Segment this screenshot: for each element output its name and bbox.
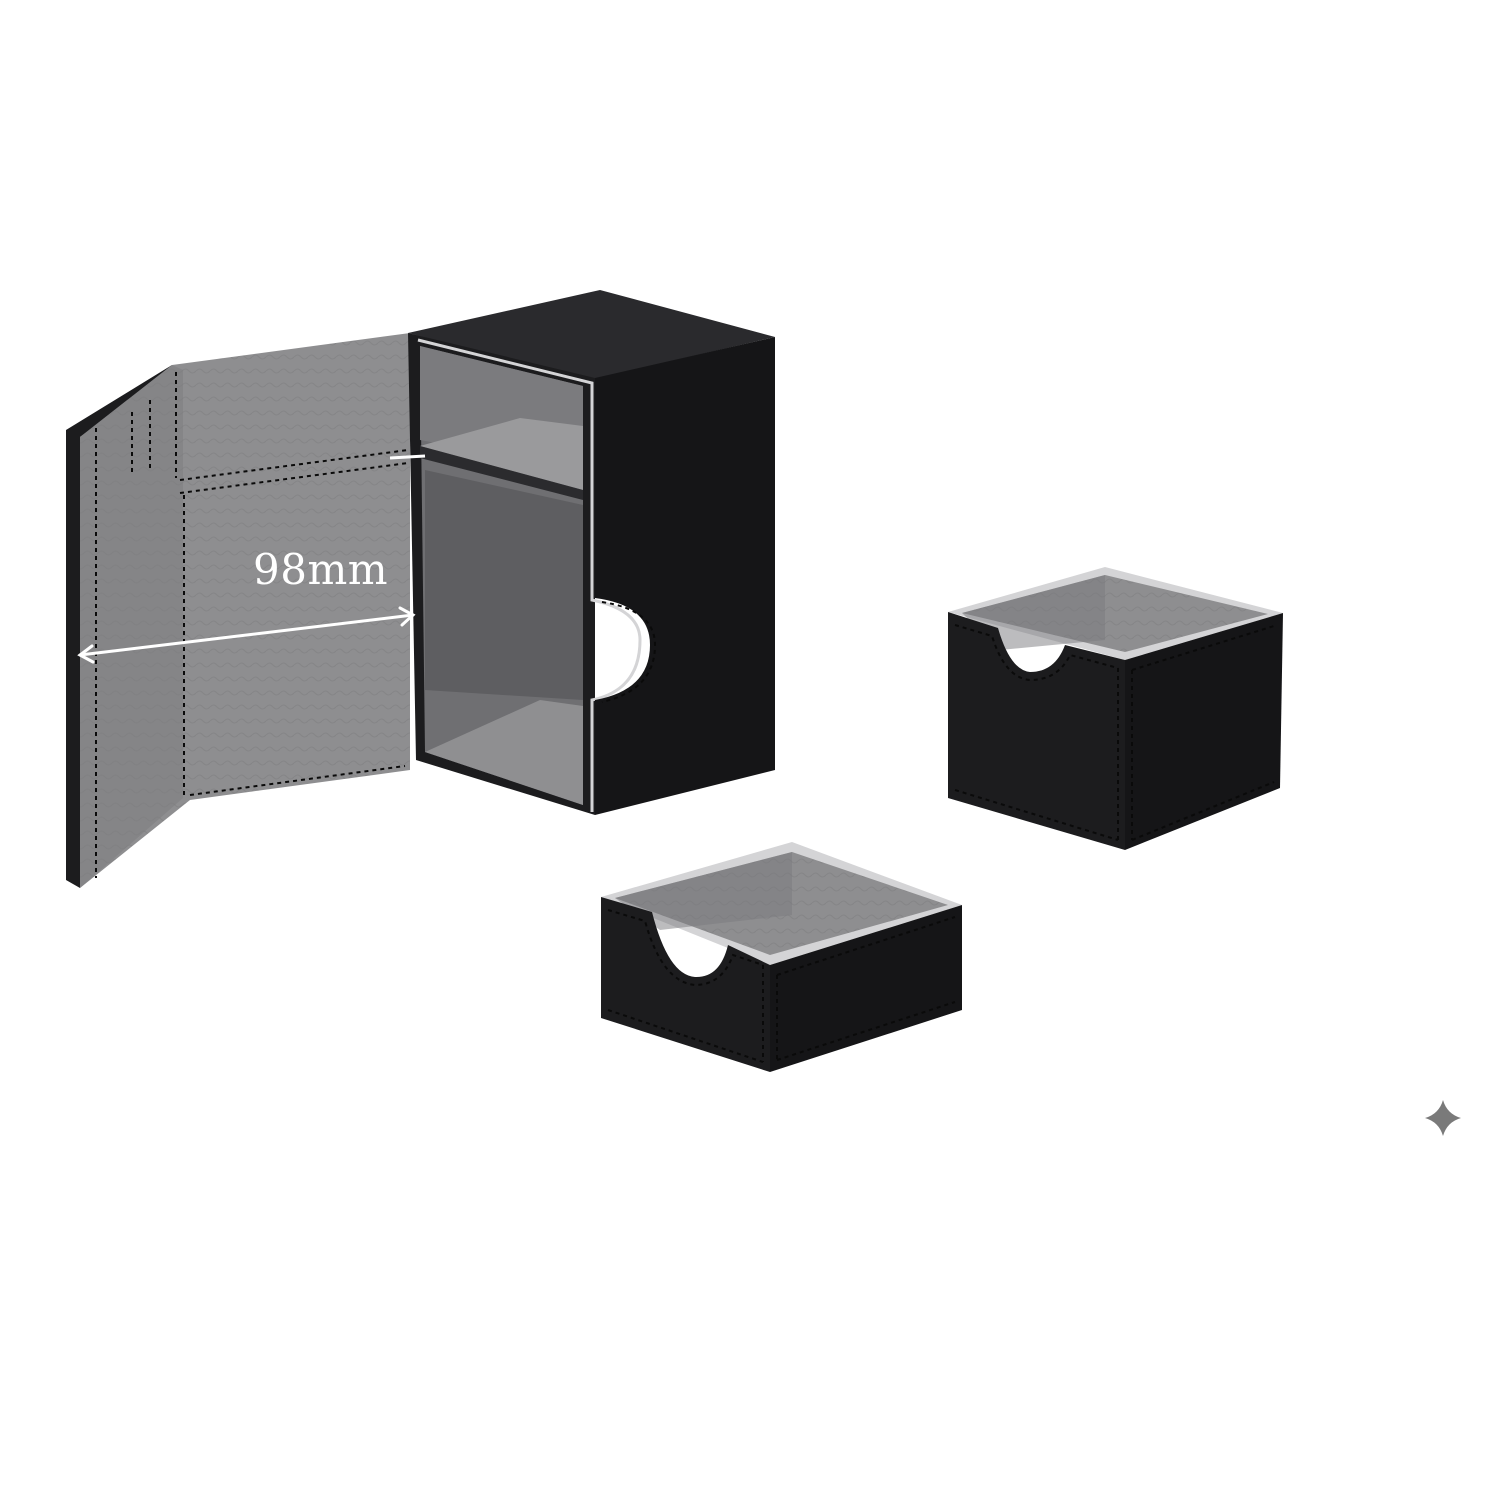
lower-compartment <box>425 470 583 700</box>
box-top <box>408 290 775 380</box>
tray-right-side <box>1125 613 1283 850</box>
tray-right-stitching <box>954 624 1275 841</box>
box-shelf-front <box>420 446 583 500</box>
tray-right-front <box>948 612 1125 850</box>
tray-bottom-side <box>770 905 962 1072</box>
sparkle-icon <box>1425 1100 1461 1136</box>
box-side-panel <box>595 337 775 815</box>
shelf-marker-line <box>389 454 426 460</box>
measurement-arrow <box>77 606 416 664</box>
tray-bottom-stitching <box>607 909 956 1063</box>
box-floor <box>425 700 583 805</box>
lid-back-edge <box>66 365 172 888</box>
tray-bottom <box>601 842 962 1072</box>
deck-box-open <box>66 290 775 888</box>
box-shelf-top <box>420 418 583 490</box>
measurement-label: 98mm <box>253 545 389 594</box>
tray-right <box>948 567 1283 850</box>
lid-fold-shade <box>80 365 183 888</box>
tray-bottom-front <box>601 897 770 1072</box>
tray-bottom-inner-shade <box>615 852 792 930</box>
side-stitching <box>601 601 657 703</box>
